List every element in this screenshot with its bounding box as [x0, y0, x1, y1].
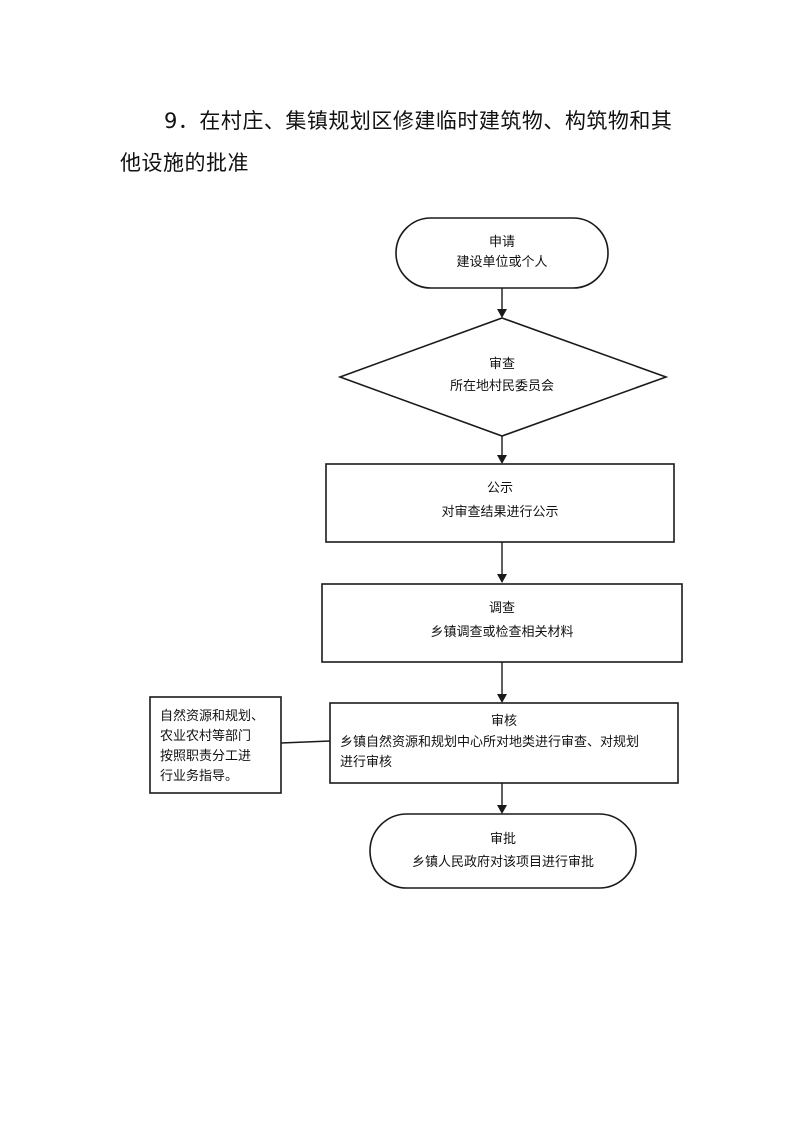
- investigate-node: 调查 乡镇调查或检查相关材料: [321, 583, 683, 663]
- audit-detail-line-2: 进行审核: [340, 755, 392, 770]
- approve-title: 审批: [490, 832, 516, 847]
- side-note-connector: [280, 740, 331, 744]
- side-note-box: [149, 696, 282, 794]
- arrow-review-to-publicize: [497, 436, 507, 464]
- side-note-line-2: 农业农村等部门: [160, 728, 251, 744]
- audit-node: 审核 乡镇自然资源和规划中心所对地类进行审查、对规划 进行审核: [329, 702, 679, 784]
- approve-terminal-shape: [369, 813, 637, 889]
- investigate-process-shape: [321, 583, 683, 663]
- publicize-detail: 对审查结果进行公示: [441, 505, 558, 520]
- side-note-line-4: 行业务指导。: [160, 768, 238, 784]
- approve-detail: 乡镇人民政府对该项目进行审批: [412, 855, 594, 870]
- heading-line-2: 他设施的批准: [120, 151, 249, 175]
- audit-title: 审核: [491, 714, 517, 729]
- audit-process-shape: [329, 702, 679, 784]
- apply-title: 申请: [489, 235, 515, 250]
- audit-detail-line-1: 乡镇自然资源和规划中心所对地类进行审查、对规划: [340, 734, 639, 750]
- arrow-publicize-to-investigate: [497, 542, 507, 583]
- investigate-detail: 乡镇调查或检查相关材料: [430, 625, 573, 640]
- arrow-audit-to-approve: [497, 783, 507, 814]
- investigate-title: 调查: [489, 601, 515, 616]
- apply-detail: 建设单位或个人: [456, 255, 547, 270]
- arrow-investigate-to-audit: [497, 662, 507, 703]
- side-note-line-1: 自然资源和规划、: [160, 708, 264, 724]
- review-decision-shape: [337, 317, 669, 437]
- page-heading: 9．在村庄、集镇规划区修建临时建筑物、构筑物和其 他设施的批准: [112, 100, 712, 184]
- publicize-process-shape: [325, 463, 675, 543]
- side-note-line-3: 按照职责分工进: [160, 749, 251, 764]
- side-note-node: 自然资源和规划、 农业农村等部门 按照职责分工进 行业务指导。: [149, 696, 282, 794]
- apply-node: 申请 建设单位或个人: [395, 217, 609, 289]
- publicize-node: 公示 对审查结果进行公示: [325, 463, 675, 543]
- arrow-apply-to-review: [497, 288, 507, 318]
- review-detail: 所在地村民委员会: [450, 379, 554, 394]
- apply-terminal-shape: [395, 217, 609, 289]
- publicize-title: 公示: [487, 481, 513, 496]
- review-title: 审查: [489, 357, 515, 372]
- review-node: 审查 所在地村民委员会: [337, 317, 669, 437]
- approve-node: 审批 乡镇人民政府对该项目进行审批: [369, 813, 637, 889]
- heading-line-1: 9．在村庄、集镇规划区修建临时建筑物、构筑物和其: [164, 109, 673, 133]
